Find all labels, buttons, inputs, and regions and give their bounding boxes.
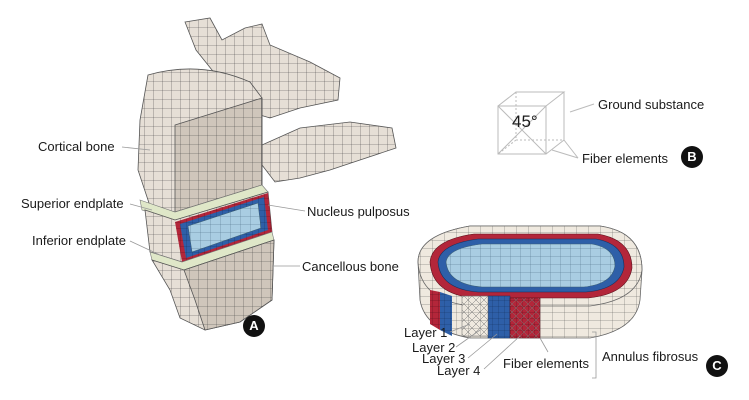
panel-c-disc-model (417, 225, 643, 339)
label-angle: 45° (512, 112, 538, 131)
panel-c-badge: C (706, 355, 728, 377)
label-annulus-fibrosus: Annulus fibrosus (602, 349, 699, 364)
label-layer-4: Layer 4 (437, 363, 481, 378)
panel-c-leader-lines (449, 323, 597, 379)
label-superior-endplate: Superior endplate (21, 196, 124, 211)
cube-front-face (497, 105, 547, 155)
label-cancellous-bone: Cancellous bone (302, 259, 399, 274)
cut-red-strip (430, 290, 440, 330)
lower-body-cut-face (183, 239, 275, 331)
cut-layer-inner-fibers (462, 296, 488, 336)
panel-b-cube-element (497, 91, 595, 159)
cut-layer-fibers (510, 298, 540, 338)
label-fiber-elements-c: Fiber elements (503, 356, 589, 371)
label-layer-3: Layer 3 (422, 351, 466, 366)
panel-a-vertebra-model (137, 17, 397, 331)
label-layer-2: Layer 2 (412, 340, 456, 355)
label-nucleus-pulposus: Nucleus pulposus (307, 204, 410, 219)
cut-blue-strip (440, 292, 452, 336)
panel-a-leader-lines (121, 146, 306, 267)
label-ground-substance: Ground substance (598, 97, 705, 112)
label-cortical-bone: Cortical bone (38, 139, 115, 154)
panel-b-badge: B (681, 146, 703, 168)
cut-layer-blue (487, 295, 511, 339)
label-layer-1: Layer 1 (404, 325, 448, 340)
label-inferior-endplate: Inferior endplate (32, 233, 126, 248)
panel-a-badge: A (243, 315, 265, 337)
spinous-process-lower (261, 121, 397, 183)
nucleus-top (445, 243, 616, 288)
label-fiber-elements-b: Fiber elements (582, 151, 668, 166)
nucleus-pulposus-region (187, 202, 262, 253)
